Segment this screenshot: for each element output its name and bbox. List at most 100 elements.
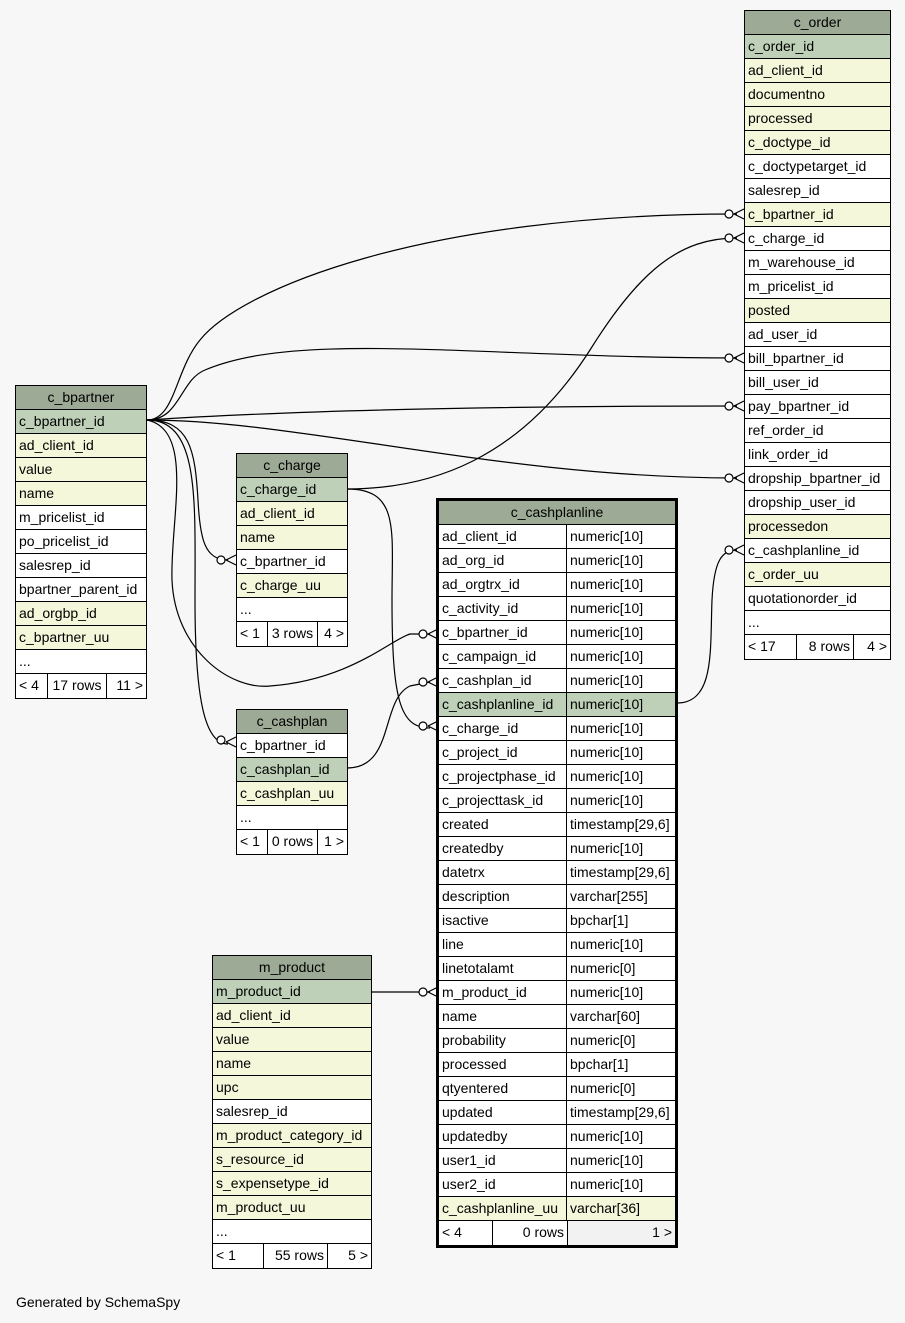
footer-parents[interactable]: < 4 <box>19 677 39 693</box>
column-row[interactable]: name <box>237 526 347 550</box>
table-title[interactable]: m_product <box>213 956 371 980</box>
column-row[interactable]: ... <box>213 1220 371 1244</box>
column-row[interactable]: dropship_bpartner_id <box>745 467 890 491</box>
column-row[interactable]: quotationorder_id <box>745 587 890 611</box>
table-title[interactable]: c_order <box>745 11 890 35</box>
column-row[interactable]: bpartner_parent_id <box>16 578 146 602</box>
column-row[interactable]: c_cashplanline_id <box>745 539 890 563</box>
column-row[interactable]: posted <box>745 299 890 323</box>
column-row[interactable]: c_charge_uu <box>237 574 347 598</box>
column-row[interactable]: m_pricelist_id <box>745 275 890 299</box>
footer-children[interactable]: 4 > <box>317 622 347 646</box>
column-row[interactable]: ad_orgbp_id <box>16 602 146 626</box>
column-row[interactable]: dropship_user_id <box>745 491 890 515</box>
column-row[interactable]: processed <box>745 107 890 131</box>
column-row[interactable]: c_bpartner_id <box>16 410 146 434</box>
column-row[interactable]: m_product_id <box>213 980 371 1004</box>
column-row[interactable]: c_cashplan_uu <box>237 782 347 806</box>
footer-children[interactable]: 5 > <box>327 1244 371 1268</box>
column-row[interactable]: processedon <box>745 515 890 539</box>
footer-parents[interactable]: < 4 <box>442 1224 462 1240</box>
column-row[interactable]: ... <box>237 806 347 830</box>
column-row[interactable]: upc <box>213 1076 371 1100</box>
column-row[interactable]: ad_client_id <box>237 502 347 526</box>
column-row[interactable]: ... <box>16 650 146 674</box>
column-row[interactable]: salesrep_id <box>213 1100 371 1124</box>
column-row[interactable]: c_cashplan_id <box>237 758 347 782</box>
column-row[interactable]: m_pricelist_id <box>16 506 146 530</box>
column-row[interactable]: c_charge_id <box>237 478 347 502</box>
footer-parents[interactable]: < 17 <box>748 638 776 654</box>
column-row[interactable]: salesrep_id <box>745 179 890 203</box>
column-row[interactable]: c_order_uu <box>745 563 890 587</box>
column-row[interactable]: c_bpartner_id <box>237 734 347 758</box>
column-row[interactable]: value <box>16 458 146 482</box>
table-title[interactable]: c_cashplan <box>237 710 347 734</box>
footer-children[interactable]: 1 > <box>317 830 347 854</box>
footer-parents[interactable]: < 1 <box>216 1247 236 1263</box>
column-row[interactable]: c_order_id <box>745 35 890 59</box>
column-row[interactable]: bill_bpartner_id <box>745 347 890 371</box>
column-row[interactable]: m_product_uu <box>213 1196 371 1220</box>
column-row[interactable]: c_bpartner_id <box>237 550 347 574</box>
column-row[interactable]: c_bpartner_id <box>745 203 890 227</box>
column-row[interactable]: name <box>213 1052 371 1076</box>
column-row[interactable]: salesrep_id <box>16 554 146 578</box>
column-row[interactable]: s_expensetype_id <box>213 1172 371 1196</box>
column-row[interactable]: name <box>16 482 146 506</box>
column-row[interactable]: bill_user_id <box>745 371 890 395</box>
column-row[interactable]: pay_bpartner_id <box>745 395 890 419</box>
column-row[interactable]: ad_user_id <box>745 323 890 347</box>
column-row[interactable]: link_order_id <box>745 443 890 467</box>
column-row[interactable]: c_bpartner_uu <box>16 626 146 650</box>
column-row[interactable]: ... <box>745 611 890 635</box>
table-title[interactable]: c_cashplanline <box>439 501 675 525</box>
column-row[interactable]: ad_client_id <box>213 1004 371 1028</box>
column-row[interactable]: ... <box>237 598 347 622</box>
column-row[interactable]: s_resource_id <box>213 1148 371 1172</box>
footer-children[interactable]: 1 > <box>567 1221 675 1245</box>
column-row[interactable]: ad_client_id <box>745 59 890 83</box>
column-row[interactable]: m_product_category_id <box>213 1124 371 1148</box>
table-title[interactable]: c_bpartner <box>16 386 146 410</box>
column-row[interactable]: c_doctypetarget_id <box>745 155 890 179</box>
column-row[interactable]: c_charge_id <box>745 227 890 251</box>
footer-children[interactable]: 11 > <box>106 674 146 698</box>
column-row[interactable]: documentno <box>745 83 890 107</box>
column-row[interactable]: ad_client_id <box>16 434 146 458</box>
column-row[interactable]: c_doctype_id <box>745 131 890 155</box>
table-title[interactable]: c_charge <box>237 454 347 478</box>
footer-children[interactable]: 4 > <box>853 635 890 659</box>
